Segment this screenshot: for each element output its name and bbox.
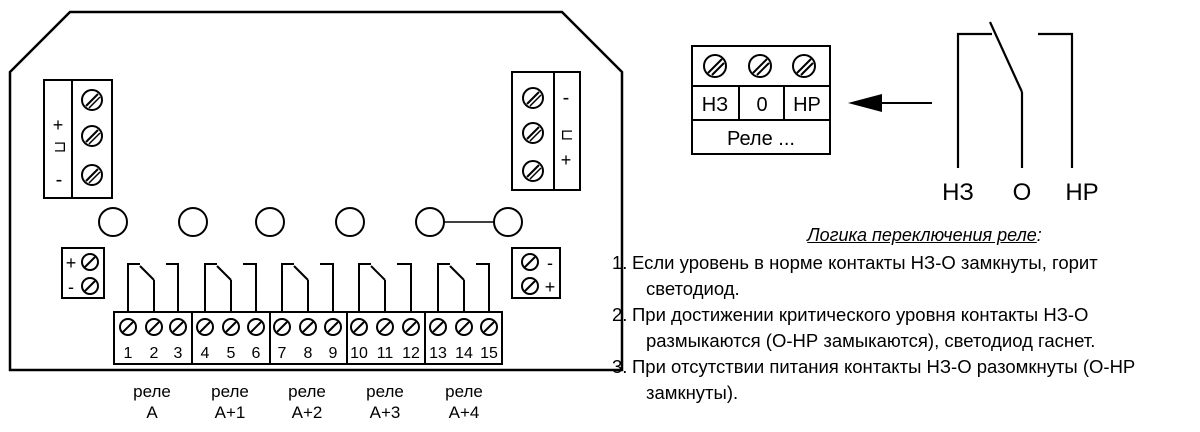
relay-label: А+2 xyxy=(292,403,323,422)
terminal-number: 14 xyxy=(455,345,473,362)
terminal-number: 5 xyxy=(227,345,236,362)
logic-title: Логика переключения реле: xyxy=(807,225,1042,245)
small-left-minus-label: - xyxy=(68,277,74,297)
terminal-number: 12 xyxy=(402,345,420,362)
small-right-minus-label: - xyxy=(547,253,553,273)
terminal-screw-icon xyxy=(350,318,368,336)
relay-cell-no: НР xyxy=(793,94,821,116)
terminal-screw-icon xyxy=(222,318,240,336)
terminal-screw-icon xyxy=(429,318,447,336)
power-input-terminal: + ⊔ - xyxy=(43,79,113,199)
relay-block-caption: Реле ... xyxy=(727,128,795,150)
terminal-number: 13 xyxy=(429,345,447,362)
terminal-screw-icon xyxy=(247,318,265,336)
small-right-plus-label: + xyxy=(545,277,556,297)
terminal-screw-icon xyxy=(273,318,291,336)
power-out-plus-label: + xyxy=(561,150,572,170)
relay-label: реле xyxy=(288,382,326,401)
terminal-number: 2 xyxy=(150,345,159,362)
terminal-screw-icon xyxy=(480,318,498,336)
power-out-signal-label: ⊓ xyxy=(559,129,576,141)
relay-symbol xyxy=(358,263,412,312)
arrow-left-icon xyxy=(848,94,932,112)
led-row xyxy=(98,207,523,237)
relay-symbol xyxy=(204,263,257,312)
power-in-minus-label: - xyxy=(56,169,63,191)
relay-label: А+3 xyxy=(370,403,401,422)
logic-item-line: Если уровень в норме контакты НЗ-О замкн… xyxy=(632,252,1098,273)
terminal-number: 1 xyxy=(124,345,133,362)
relay-label: А+4 xyxy=(449,403,480,422)
small-terminal-left: + - xyxy=(61,247,105,299)
power-output-terminal: - ⊓ + xyxy=(511,71,581,191)
logic-item-line: замкнуты). xyxy=(646,382,739,403)
terminal-number: 11 xyxy=(377,345,394,362)
relay-label: реле xyxy=(211,382,249,401)
small-left-plus-label: + xyxy=(66,253,77,273)
led-indicator xyxy=(493,207,523,237)
power-in-signal-label: ⊔ xyxy=(52,141,69,153)
contact-label-no: НР xyxy=(1065,179,1098,206)
device-housing xyxy=(8,10,624,372)
relay-block: НЗ 0 НР Реле ... xyxy=(691,45,831,155)
small-terminal-right: - + xyxy=(511,247,561,299)
logic-item-line: При отсутствии питания контакты НЗ-О раз… xyxy=(632,356,1136,377)
power-in-plus-label: + xyxy=(53,115,64,135)
relay-symbols xyxy=(127,263,490,312)
contact-label-common: О xyxy=(1013,179,1032,206)
logic-item: 2. При достижении критического уровня ко… xyxy=(612,302,1197,354)
contact-label-nc: НЗ xyxy=(942,179,974,206)
relay-label: А xyxy=(146,403,158,422)
relay-symbol xyxy=(437,263,490,312)
switching-logic: Логика переключения реле: 1. Если уровен… xyxy=(612,222,1197,406)
terminal-screw-icon xyxy=(299,318,317,336)
terminal-number: 7 xyxy=(278,345,287,362)
logic-item-number: 2. xyxy=(612,304,628,325)
terminal-screw-icon xyxy=(145,318,163,336)
terminal-screw-icon xyxy=(455,318,473,336)
relay-label: реле xyxy=(366,382,404,401)
relay-label: реле xyxy=(133,382,171,401)
logic-item-number: 1. xyxy=(612,252,628,273)
logic-item-line: размыкаются (О-НР замыкаются), светодиод… xyxy=(646,330,1096,351)
terminal-screw-icon xyxy=(196,318,214,336)
led-indicator xyxy=(335,207,365,237)
relay-symbol xyxy=(127,263,179,312)
relay-symbol xyxy=(281,263,334,312)
terminal-screw-icon xyxy=(376,318,394,336)
screw-icon xyxy=(792,54,816,78)
terminal-number: 15 xyxy=(480,345,498,362)
terminal-screw-icon xyxy=(402,318,420,336)
relay-cell-common: 0 xyxy=(756,94,767,116)
screw-icon xyxy=(748,54,772,78)
terminal-number: 10 xyxy=(350,345,368,362)
terminal-screw-icon xyxy=(169,318,187,336)
logic-item: 3. При отсутствии питания контакты НЗ-О … xyxy=(612,354,1197,406)
logic-item-line: светодиод. xyxy=(646,278,740,299)
power-out-minus-label: - xyxy=(563,87,570,109)
logic-item-number: 3. xyxy=(612,356,628,377)
screw-icon xyxy=(703,54,727,78)
led-indicator xyxy=(415,207,445,237)
led-indicator xyxy=(255,207,285,237)
terminal-number: 3 xyxy=(174,345,183,362)
terminal-screw-icon xyxy=(324,318,342,336)
led-indicator xyxy=(178,207,208,237)
relay-label: А+1 xyxy=(215,403,246,422)
relay-cell-nc: НЗ xyxy=(702,94,729,116)
led-indicator xyxy=(98,207,128,237)
contact-diagram xyxy=(956,21,1074,168)
relay-label: реле xyxy=(445,382,483,401)
terminal-number: 8 xyxy=(304,345,313,362)
terminal-number: 6 xyxy=(252,345,261,362)
terminal-screw-icon xyxy=(119,318,137,336)
terminal-number: 4 xyxy=(201,345,210,362)
logic-item: 1. Если уровень в норме контакты НЗ-О за… xyxy=(612,250,1197,302)
logic-item-line: При достижении критического уровня конта… xyxy=(632,304,1089,325)
terminal-number: 9 xyxy=(329,345,338,362)
